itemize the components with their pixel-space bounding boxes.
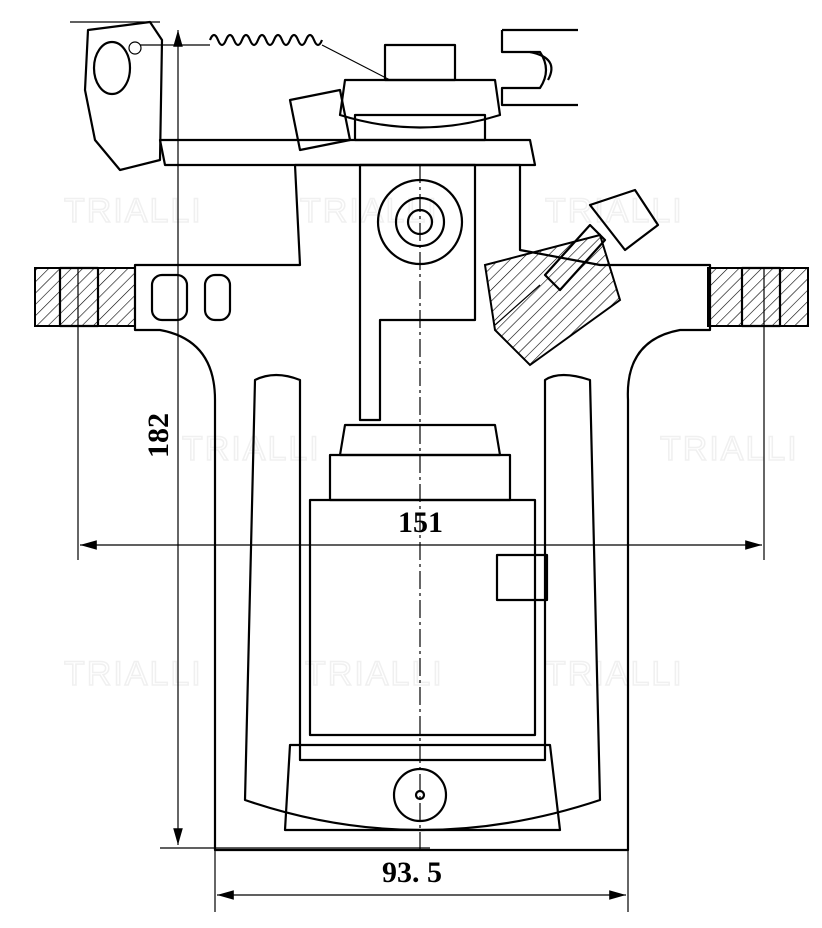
dimension-label-bracket-width: 93. 5 <box>382 856 442 889</box>
dimension-height: 182 <box>70 21 430 849</box>
svg-text:TRIALLI: TRIALLI <box>64 192 203 230</box>
dimension-label-width: 151 <box>398 506 443 539</box>
svg-text:TRIALLI: TRIALLI <box>545 655 684 693</box>
adjuster-nut <box>288 43 502 152</box>
dimension-bracket-width: 93. 5 <box>214 850 629 912</box>
dimension-width: 151 <box>77 268 765 560</box>
mounting-ears <box>34 266 809 328</box>
svg-text:TRIALLI: TRIALLI <box>182 430 321 468</box>
svg-text:TRIALLI: TRIALLI <box>64 655 203 693</box>
svg-text:TRIALLI: TRIALLI <box>305 655 444 693</box>
svg-text:TRIALLI: TRIALLI <box>660 430 799 468</box>
caliper-body <box>133 163 712 852</box>
bleed-screw <box>483 188 660 367</box>
parking-brake-lever <box>83 20 578 172</box>
dimension-label-height: 182 <box>142 413 175 458</box>
